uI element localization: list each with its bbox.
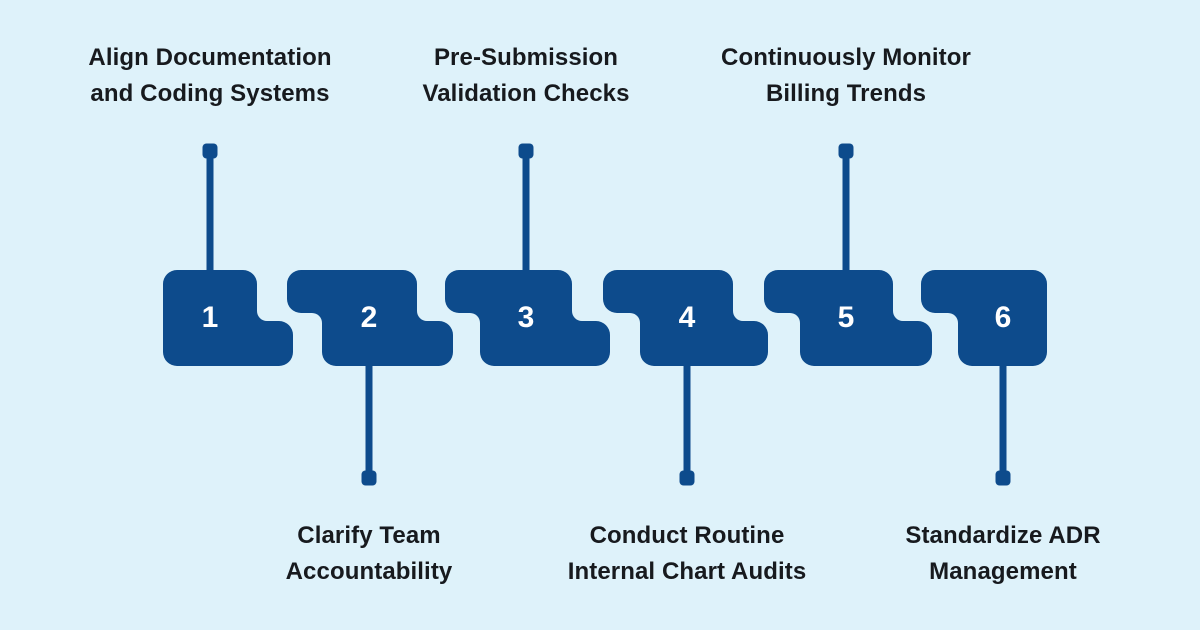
connector-line xyxy=(999,360,1007,478)
step-number-3: 3 xyxy=(517,301,535,334)
step-label-5: Continuously Monitor Billing Trends xyxy=(721,40,971,112)
step-piece xyxy=(445,270,610,366)
step-group-4 xyxy=(603,270,768,486)
step-number-1: 1 xyxy=(201,301,219,334)
step-label-2-line1: Clarify Team xyxy=(297,522,441,549)
connector-dot xyxy=(202,143,218,159)
connector-line xyxy=(842,151,850,276)
step-number-2: 2 xyxy=(360,301,378,334)
step-piece xyxy=(163,270,293,366)
step-label-5-line2: Billing Trends xyxy=(765,80,927,107)
connector-line xyxy=(522,151,530,276)
step-group-2 xyxy=(287,270,453,486)
connector-line xyxy=(206,151,214,276)
step-label-2: Clarify Team Accountability xyxy=(286,518,453,590)
step-label-2-line2: Accountability xyxy=(285,558,453,585)
step-label-1-line1: Align Documentation xyxy=(88,44,332,71)
step-label-3: Pre-Submission Validation Checks xyxy=(422,40,629,112)
step-label-1-line2: and Coding Systems xyxy=(90,80,330,107)
step-label-4-line2: Internal Chart Audits xyxy=(567,558,807,585)
step-piece xyxy=(764,270,932,366)
step-label-5-line1: Continuously Monitor xyxy=(721,44,971,71)
step-label-4: Conduct Routine Internal Chart Audits xyxy=(568,518,807,590)
connector-dot xyxy=(679,470,695,486)
connector-dot xyxy=(995,470,1011,486)
step-piece xyxy=(603,270,768,366)
connector-dot xyxy=(361,470,377,486)
step-number-5: 5 xyxy=(837,301,855,334)
connector-line xyxy=(683,360,691,478)
step-label-6: Standardize ADR Management xyxy=(905,518,1100,590)
step-group-6 xyxy=(921,270,1047,486)
step-label-3-line2: Validation Checks xyxy=(422,80,630,107)
step-piece xyxy=(921,270,1047,366)
step-number-4: 4 xyxy=(678,301,696,334)
connector-dot xyxy=(518,143,534,159)
step-group-3 xyxy=(445,143,610,366)
step-label-6-line1: Standardize ADR xyxy=(905,522,1101,549)
step-group-5 xyxy=(764,143,932,366)
step-piece xyxy=(287,270,453,366)
step-label-1: Align Documentation and Coding Systems xyxy=(88,40,331,112)
connector-line xyxy=(365,360,373,478)
connector-dot xyxy=(838,143,854,159)
step-group-1 xyxy=(163,143,293,366)
step-number-6: 6 xyxy=(994,301,1012,334)
step-label-4-line1: Conduct Routine xyxy=(589,522,785,549)
step-label-6-line2: Management xyxy=(929,558,1077,585)
step-label-3-line1: Pre-Submission xyxy=(433,44,619,71)
